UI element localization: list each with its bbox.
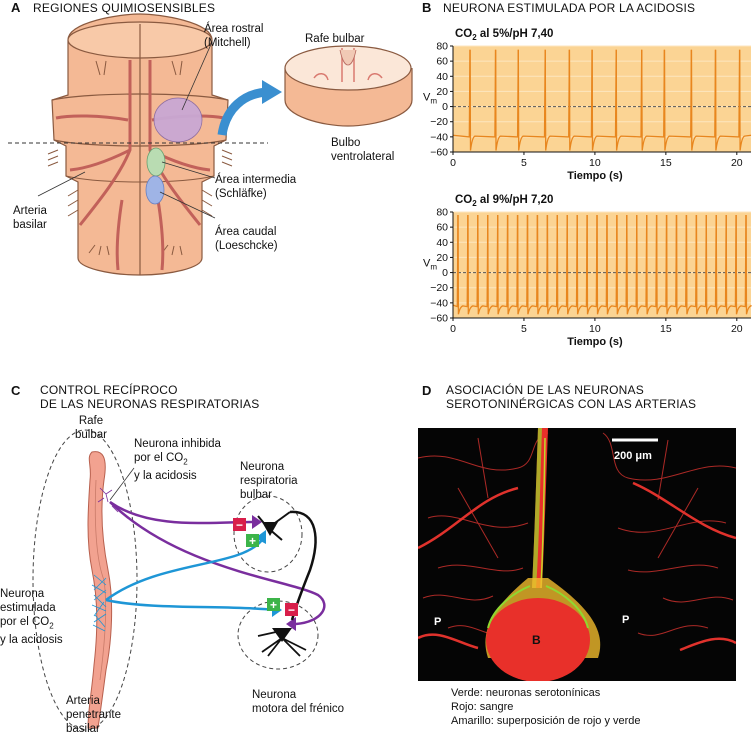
svg-text:+: + — [270, 598, 277, 612]
label-area-intermedia: Área intermedia(Schläfke) — [215, 174, 297, 200]
minus-badge-motor — [285, 603, 298, 616]
y-tick-label: 40 — [436, 237, 448, 249]
x-tick-label: 20 — [731, 157, 743, 169]
phrenic-neuron-icon — [257, 628, 307, 657]
label-area-caudal: Área caudal(Loeschcke) — [215, 226, 278, 252]
y-tick-label: −20 — [430, 116, 448, 128]
minus-badge-resp — [233, 518, 246, 531]
respiratory-neuron-outline — [233, 495, 303, 573]
y-tick-label: −60 — [430, 313, 448, 325]
svg-text:−: − — [236, 518, 243, 532]
panel-a-letter: A — [11, 0, 21, 15]
x-axis-label: Tiempo (s) — [567, 336, 623, 348]
y-tick-label: 60 — [436, 56, 448, 68]
svg-text:+: + — [249, 534, 256, 548]
area-caudal — [145, 175, 165, 205]
label-rafe-bulbar: Rafe bulbar — [305, 33, 365, 45]
y-axis-label: Vm — [423, 92, 437, 106]
label-area-rostral: Área rostral(Mitchell) — [204, 23, 264, 49]
scale-bar-label: 200 μm — [614, 450, 652, 462]
micrograph-image — [418, 428, 736, 681]
y-tick-label: 0 — [442, 267, 448, 279]
raphe-region-outline — [32, 429, 138, 731]
x-tick-label: 0 — [450, 157, 456, 169]
label-p-left: P — [434, 616, 442, 628]
y-axis-label: Vm — [423, 258, 437, 272]
brainstem-illustration — [8, 13, 413, 276]
y-tick-label: 0 — [442, 101, 448, 113]
excitatory-synapse-icon — [255, 530, 266, 544]
y-tick-label: 80 — [436, 207, 448, 219]
phrenic-neuron-outline — [237, 600, 319, 670]
chart-title: CO2 al 5%/pH 7,40 — [455, 28, 553, 42]
membrane-trace — [452, 214, 752, 315]
x-tick-label: 5 — [521, 323, 527, 335]
reciprocal-control-diagram: − + + − — [32, 429, 326, 731]
transition-arrow-icon — [217, 87, 267, 136]
chart-title: CO2 al 9%/pH 7,20 — [455, 194, 553, 208]
label-b: B — [532, 633, 541, 647]
plus-badge-resp — [246, 534, 259, 547]
y-tick-label: −60 — [430, 147, 448, 159]
panel-c-letter: C — [11, 383, 21, 398]
panel-a-title: REGIONES QUIMIOSENSIBLES — [33, 1, 216, 15]
panel-b-title: NEURONA ESTIMULADA POR LA ACIDOSIS — [443, 1, 696, 15]
x-tick-label: 10 — [589, 323, 601, 335]
panel-b-letter: B — [422, 0, 432, 15]
svg-text:−: − — [288, 603, 295, 617]
area-rostral — [153, 97, 203, 143]
x-tick-label: 5 — [521, 157, 527, 169]
x-tick-label: 20 — [731, 323, 743, 335]
label-neurona-inhibida: Neurona inhibida por el CO2 y la acidosi… — [134, 438, 221, 483]
membrane-trace — [452, 49, 752, 151]
micrograph-legend: Verde: neuronas serotonínicas Rojo: sang… — [451, 687, 641, 727]
micrograph: 200 μm P B P — [418, 428, 736, 681]
x-tick-label: 15 — [660, 157, 672, 169]
y-tick-label: 40 — [436, 71, 448, 83]
x-tick-label: 15 — [660, 323, 672, 335]
y-tick-label: −40 — [430, 297, 448, 309]
basilar-artery-section — [486, 598, 590, 681]
x-tick-label: 0 — [450, 323, 456, 335]
label-p-right: P — [622, 614, 630, 626]
y-tick-label: 60 — [436, 222, 448, 234]
panel-d-letter: D — [422, 383, 432, 398]
inhibitory-synapse-icon — [252, 515, 262, 529]
x-tick-label: 10 — [589, 157, 601, 169]
y-tick-label: 20 — [436, 86, 448, 98]
y-tick-label: −20 — [430, 282, 448, 294]
plus-badge-motor — [267, 598, 280, 611]
plot-area — [453, 46, 751, 152]
plot-area — [453, 212, 751, 318]
y-tick-label: 20 — [436, 252, 448, 264]
y-tick-label: 80 — [436, 41, 448, 53]
x-axis-label: Tiempo (s) — [567, 170, 623, 182]
y-tick-label: −40 — [430, 131, 448, 143]
